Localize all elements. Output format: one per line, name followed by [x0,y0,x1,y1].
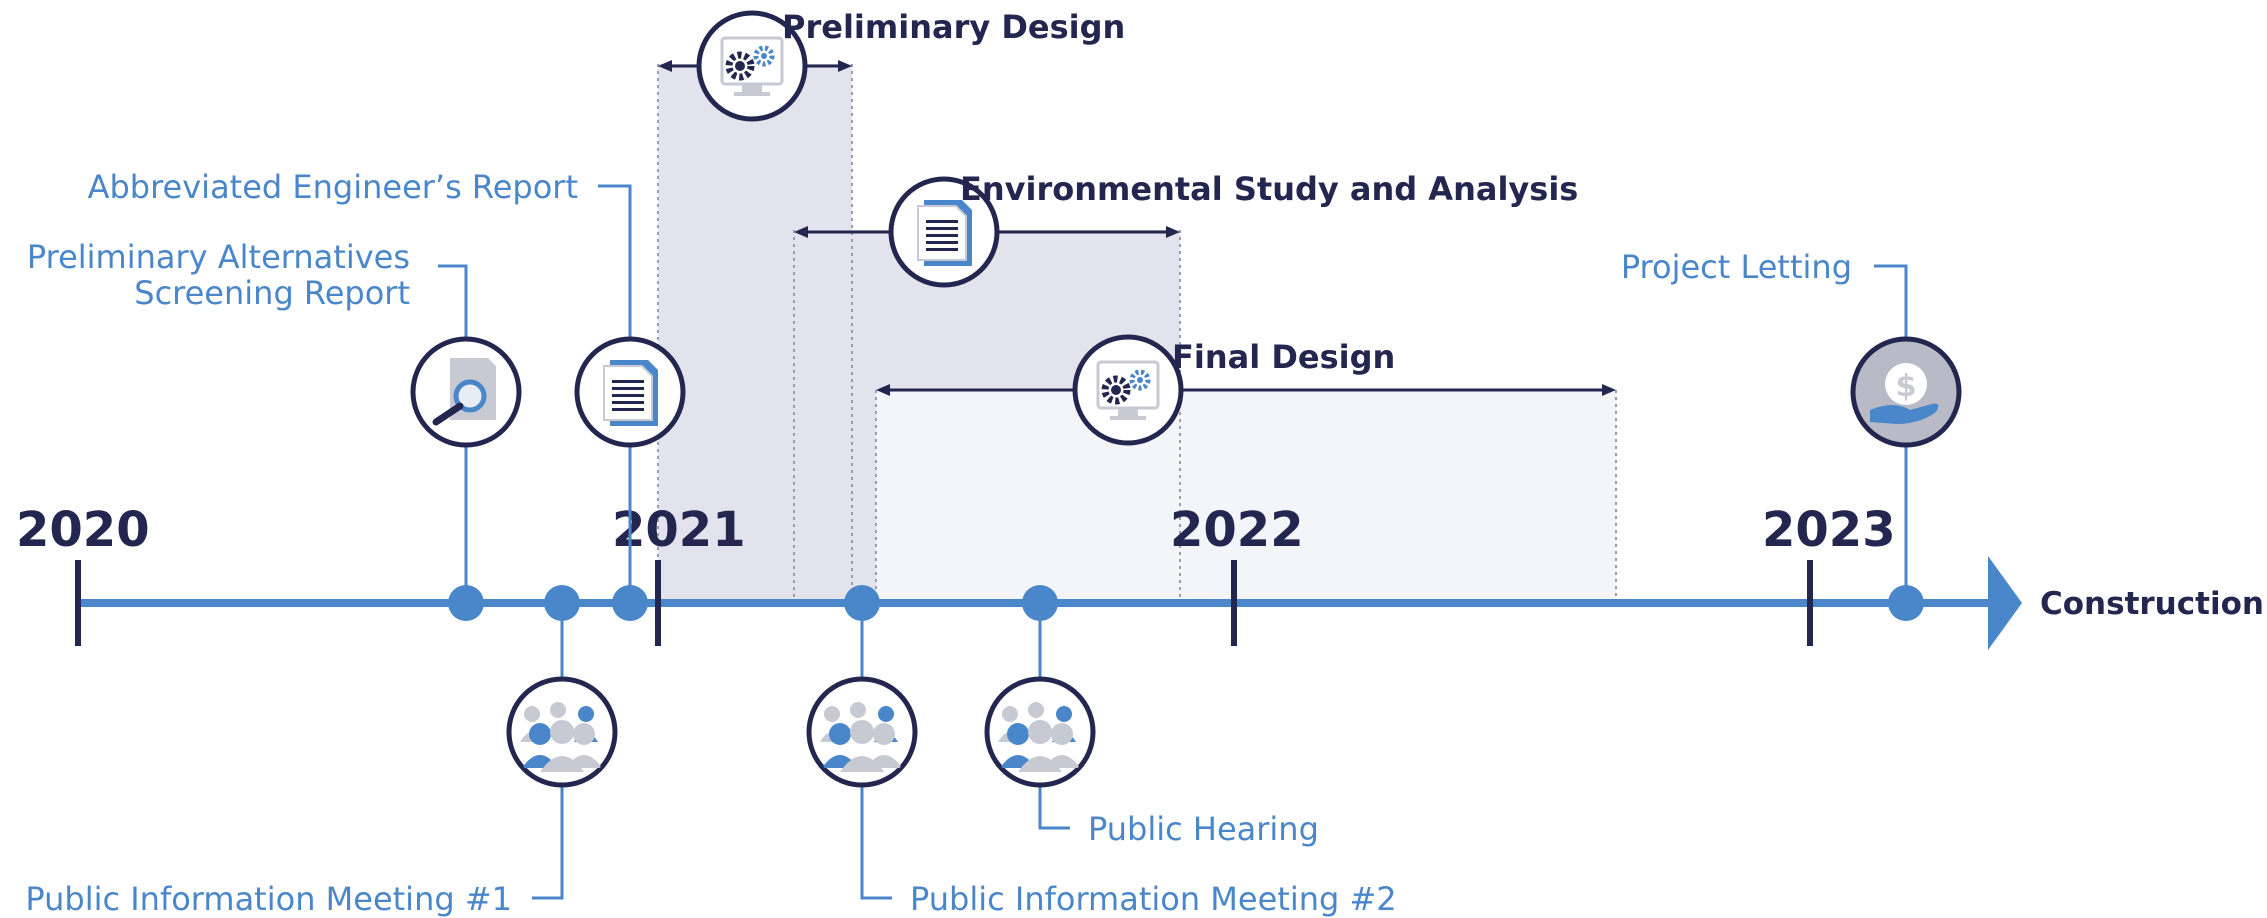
public-meeting-1-label: Public Information Meeting #1 [25,880,512,918]
year-2021: 2021 [612,502,746,558]
public-hearing-label: Public Hearing [1088,810,1319,848]
year-2023: 2023 [1762,502,1896,558]
final-design-band [876,390,1616,604]
construction-label: Construction [2040,586,2264,622]
people-group-icon [506,676,618,788]
milestone-dot [612,585,648,621]
year-2022: 2022 [1170,502,1304,558]
engineers-report-label: Abbreviated Engineer’s Report [88,168,578,206]
alternatives-report-label-line2: Screening Report [134,274,410,312]
milestone-dot [1888,585,1924,621]
axis-arrow-head [1988,556,2022,650]
document-icon [574,336,686,448]
preliminary-design-title: Preliminary Design [782,8,1125,46]
final-design-title: Final Design [1172,338,1395,376]
year-2020: 2020 [16,502,150,558]
magnifier-report-icon [410,336,522,448]
milestone-dot [448,585,484,621]
milestone-dot [1022,585,1058,621]
public-meeting-2-label: Public Information Meeting #2 [910,880,1397,918]
milestone-dot [544,585,580,621]
people-group-icon [984,676,1096,788]
alternatives-report-label-line1: Preliminary Alternatives [27,238,410,276]
gears-monitor-icon [1072,334,1184,446]
dollar-hand-icon [1850,336,1962,448]
document-icon [888,176,1000,288]
environmental-study-title: Environmental Study and Analysis [960,170,1578,208]
milestone-dot [844,585,880,621]
project-letting-label: Project Letting [1621,248,1852,286]
gears-monitor-icon [696,10,808,122]
people-group-icon [806,676,918,788]
